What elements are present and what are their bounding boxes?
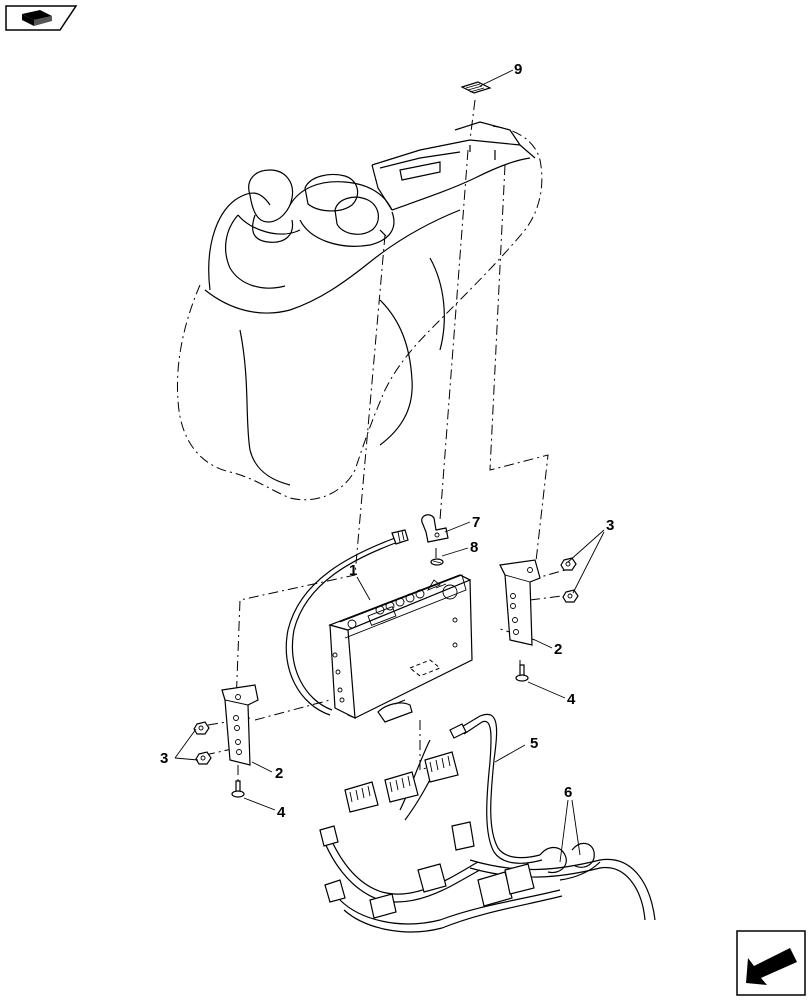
part-1-radio-unit [328, 574, 473, 723]
callout-2: 2 [275, 765, 283, 782]
part-8-screw [430, 558, 444, 566]
callout-3: 3 [606, 517, 614, 534]
callout-5: 5 [530, 735, 538, 752]
part-6-cable-ties [539, 842, 601, 881]
part-4-screws [231, 664, 529, 798]
callout-7: 7 [472, 514, 480, 531]
callout-6: 6 [564, 784, 572, 801]
book-return-icon[interactable] [5, 5, 78, 31]
part-3-nuts [193, 557, 579, 765]
part-7-bracket [421, 514, 449, 543]
part-2-right-bracket [499, 559, 541, 646]
callout-9: 9 [514, 61, 522, 78]
cab-console [176, 121, 543, 501]
callout-1: 1 [349, 562, 357, 579]
antenna-cable [285, 529, 409, 716]
callout-4: 4 [277, 804, 286, 821]
callout-3: 3 [160, 750, 168, 767]
next-page-arrow-icon[interactable] [736, 930, 806, 996]
callout-labels: 9 7 8 3 1 2 4 5 3 2 6 4 [160, 61, 614, 821]
callout-4: 4 [567, 691, 576, 708]
part-2-left-bracket [221, 684, 259, 766]
part-5-harness [319, 713, 656, 933]
leader-lines [174, 69, 605, 863]
callout-8: 8 [470, 539, 478, 556]
callout-2: 2 [554, 641, 562, 658]
